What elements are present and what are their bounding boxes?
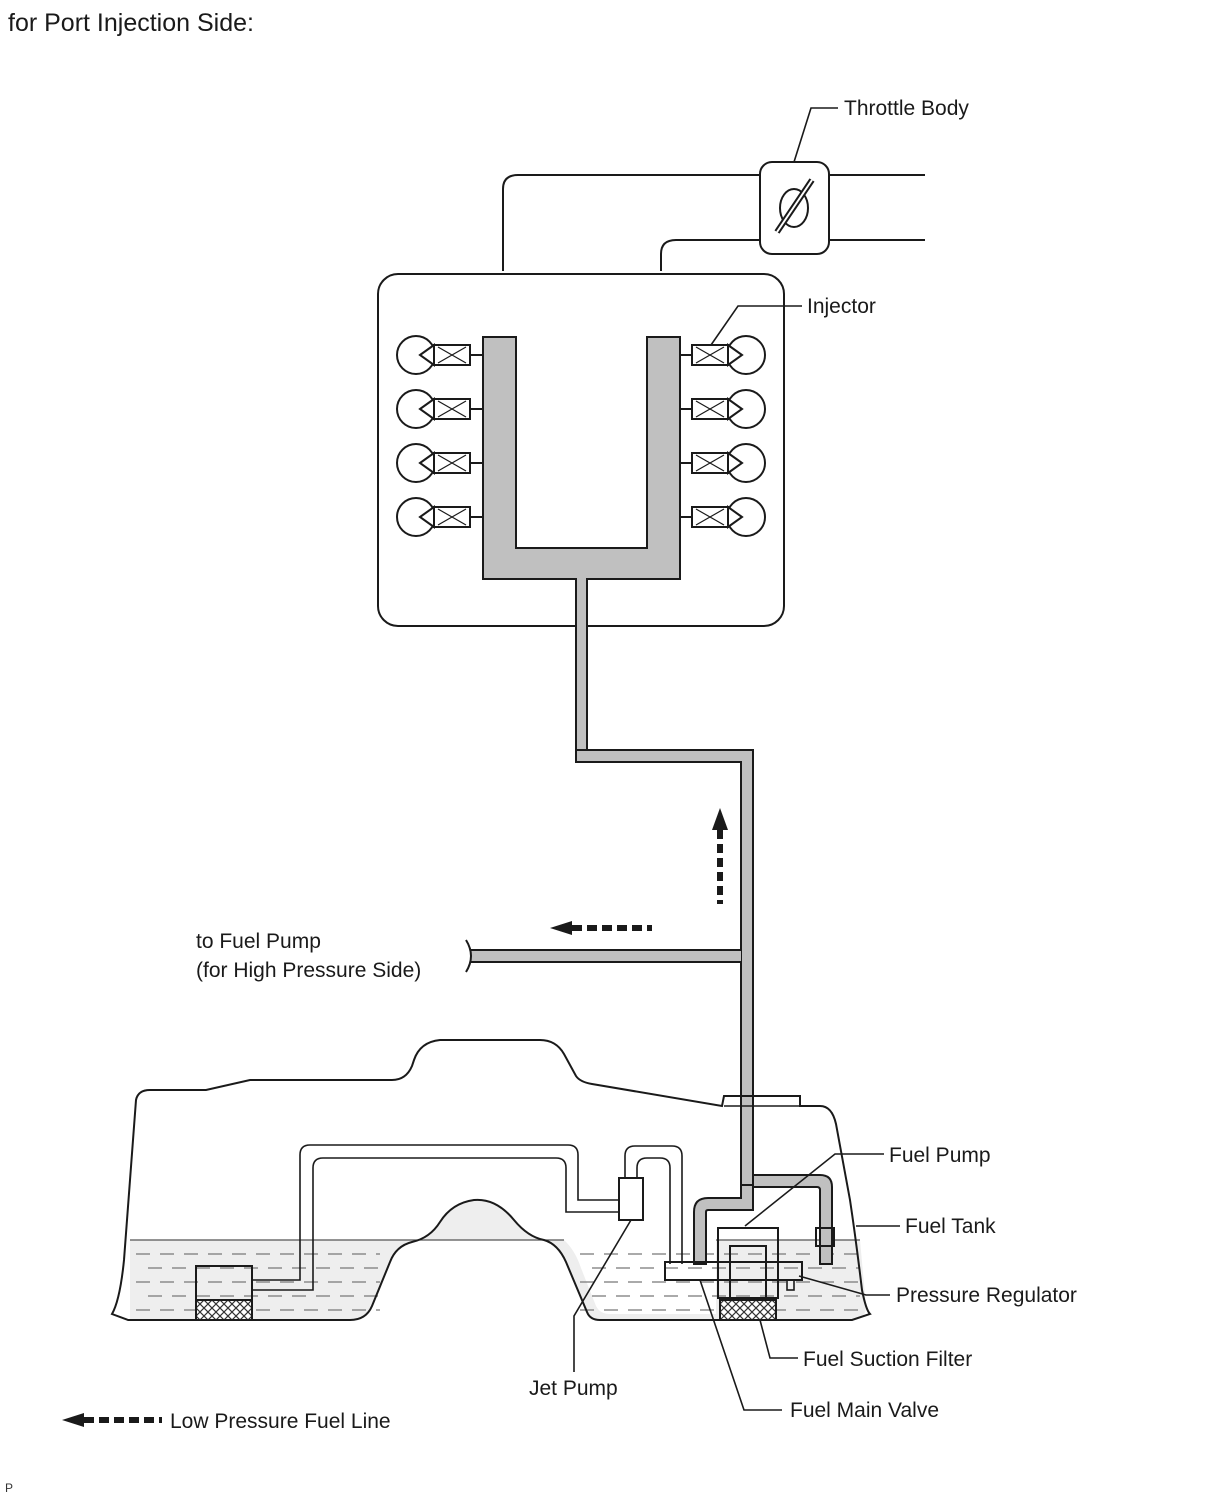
label-to-fuel-pump: to Fuel Pump [196,930,321,953]
right-injectors [680,335,766,537]
injector-right-3 [680,443,766,483]
fuel-tank [110,1039,900,1321]
label-fuel-main-valve: Fuel Main Valve [790,1399,939,1422]
fuel-line [465,749,754,1186]
label-jet-pump: Jet Pump [529,1377,618,1400]
legend-arrow [62,1413,162,1427]
fuel-pump-assembly [664,1153,890,1411]
flow-arrow-left [550,921,652,935]
injector-left-4 [396,497,483,537]
label-fuel-suction-filter: Fuel Suction Filter [803,1348,972,1371]
injector-left-2 [396,389,483,429]
injector-right-2 [680,389,766,429]
jet-pump-piping [252,1144,683,1372]
left-injectors [396,335,483,537]
injector-left-1 [396,335,483,375]
injector-right-1 [680,335,766,375]
label-fuel-pump: Fuel Pump [889,1144,991,1167]
label-pressure-regulator: Pressure Regulator [896,1284,1077,1307]
label-high-pressure-side: (for High Pressure Side) [196,959,421,982]
page-heading: for Port Injection Side: [8,9,254,37]
label-fuel-tank: Fuel Tank [905,1215,996,1238]
corner-mark: P [5,1481,13,1495]
engine [377,273,802,751]
label-throttle-body: Throttle Body [844,97,969,120]
fuel-rail [482,336,681,751]
flow-arrow-up [712,808,728,904]
injector-right-4 [680,497,766,537]
legend-low-pressure-fuel-line: Low Pressure Fuel Line [170,1410,391,1433]
sub-tank-filter [195,1265,253,1321]
throttle-body [502,107,925,271]
label-injector: Injector [807,295,876,318]
injector-left-3 [396,443,483,483]
